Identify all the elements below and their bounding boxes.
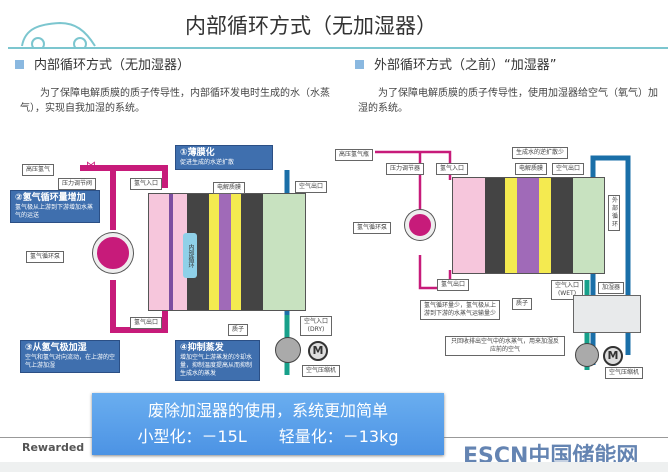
- right-h2-pump-icon: [405, 210, 435, 240]
- right-description: 为了保障电解质膜的质子传导性，使用加湿器给空气（氧气）加湿的系统。: [358, 88, 658, 114]
- left-heading-text: 内部循环方式（无加湿器）: [34, 58, 191, 73]
- right-h2-pump-label: 氢气循环泵: [353, 222, 392, 234]
- compressor-icon: [275, 337, 301, 363]
- motor-icon: M: [308, 341, 328, 361]
- right-h2-tank-label: 高压氢气瓶: [335, 149, 374, 161]
- right-membrane-label: 电解质膜: [515, 163, 548, 175]
- footer-text: Rewarded: [22, 441, 85, 454]
- left-fuel-cell-stack: [148, 193, 306, 311]
- banner-line-2: 小型化：－15L 轻量化：－13kg: [137, 427, 399, 446]
- title-divider: [8, 47, 668, 49]
- right-proton-label: 质子: [512, 298, 533, 310]
- right-note-h2: 氢气循环量少，氢气极从上游到下游的水蒸气运输量少: [420, 300, 500, 320]
- humidifier-icon: [573, 295, 641, 333]
- h2-pump-label: 氢气循环泵: [26, 251, 65, 263]
- left-heading: 内部循环方式（无加湿器）: [15, 54, 190, 73]
- right-h2-inlet-label: 氢气入口: [436, 163, 469, 175]
- right-heading: 外部循环方式（之前）“加湿器”: [355, 54, 556, 73]
- callout-thin-film: ①薄膜化促进生成的水逆扩散: [175, 145, 273, 170]
- right-heading-text: 外部循环方式（之前）“加湿器”: [374, 58, 557, 73]
- regulator-label: 压力调节阀: [58, 178, 97, 190]
- internal-circulation-label: 内部循环: [183, 233, 197, 278]
- right-motor-icon: M: [603, 346, 623, 366]
- valve-icon: ⋈: [86, 160, 96, 171]
- bullet-square-icon: [15, 60, 24, 69]
- right-compressor-icon: [575, 343, 599, 367]
- callout-suppress-evaporation: ④抑制蒸发增加空气上游蒸发的冷却水量，抑制温度提高从而抑制生成水的蒸发: [175, 340, 260, 381]
- left-description: 为了保障电解质膜的质子传导性，内部循环发电时生成的水（水蒸气），实现自我加湿的系…: [20, 88, 330, 114]
- summary-banner: 废除加湿器的使用，系统更加简单 小型化：－15L 轻量化：－13kg: [92, 393, 444, 455]
- proton-label: 质子: [228, 324, 249, 336]
- right-fuel-cell-stack: [452, 177, 605, 274]
- right-regulator-label: 压力调节器: [386, 163, 425, 175]
- back-diffusion-label: 生成水的逆扩散少: [512, 147, 569, 159]
- car-logo-icon: [21, 21, 96, 48]
- compressor-label: 空气压缩机: [302, 365, 341, 377]
- right-h2-outlet-label: 氢气出口: [437, 279, 470, 291]
- banner-line-1: 废除加湿器的使用，系统更加简单: [147, 401, 388, 420]
- right-compressor-label: 空气压缩机: [605, 367, 644, 379]
- air-inlet-label: 空气入口(DRY): [300, 316, 333, 336]
- bullet-square-icon: [355, 60, 364, 69]
- h2-outlet-label: 氢气出口: [130, 317, 163, 329]
- bottom-bar: [0, 462, 668, 472]
- h2-circulation-pump-icon: [93, 233, 133, 273]
- right-note-humidifier: 只回收排出空气中的水蒸气，用来加湿反应前的空气: [445, 336, 565, 356]
- callout-h2-circulation: ②氢气循环量增加氢气极从上游到下游增加水蒸气的运送: [10, 190, 100, 223]
- membrane-label: 电解质膜: [213, 182, 246, 194]
- h2-tank-label: 高压氢气: [22, 164, 55, 176]
- humidifier-label: 加湿器: [598, 282, 625, 294]
- air-outlet-label: 空气出口: [295, 181, 328, 193]
- callout-humidify: ③从氢气极加湿空气和氢气对向流动，在上游的空气上游加湿: [20, 340, 120, 373]
- right-air-outlet-label: 空气出口: [552, 163, 585, 175]
- page-title: 内部循环方式（无加湿器）: [185, 14, 437, 38]
- external-circulation-label: 外部循环: [608, 195, 620, 231]
- h2-inlet-label: 氢气入口: [130, 178, 163, 190]
